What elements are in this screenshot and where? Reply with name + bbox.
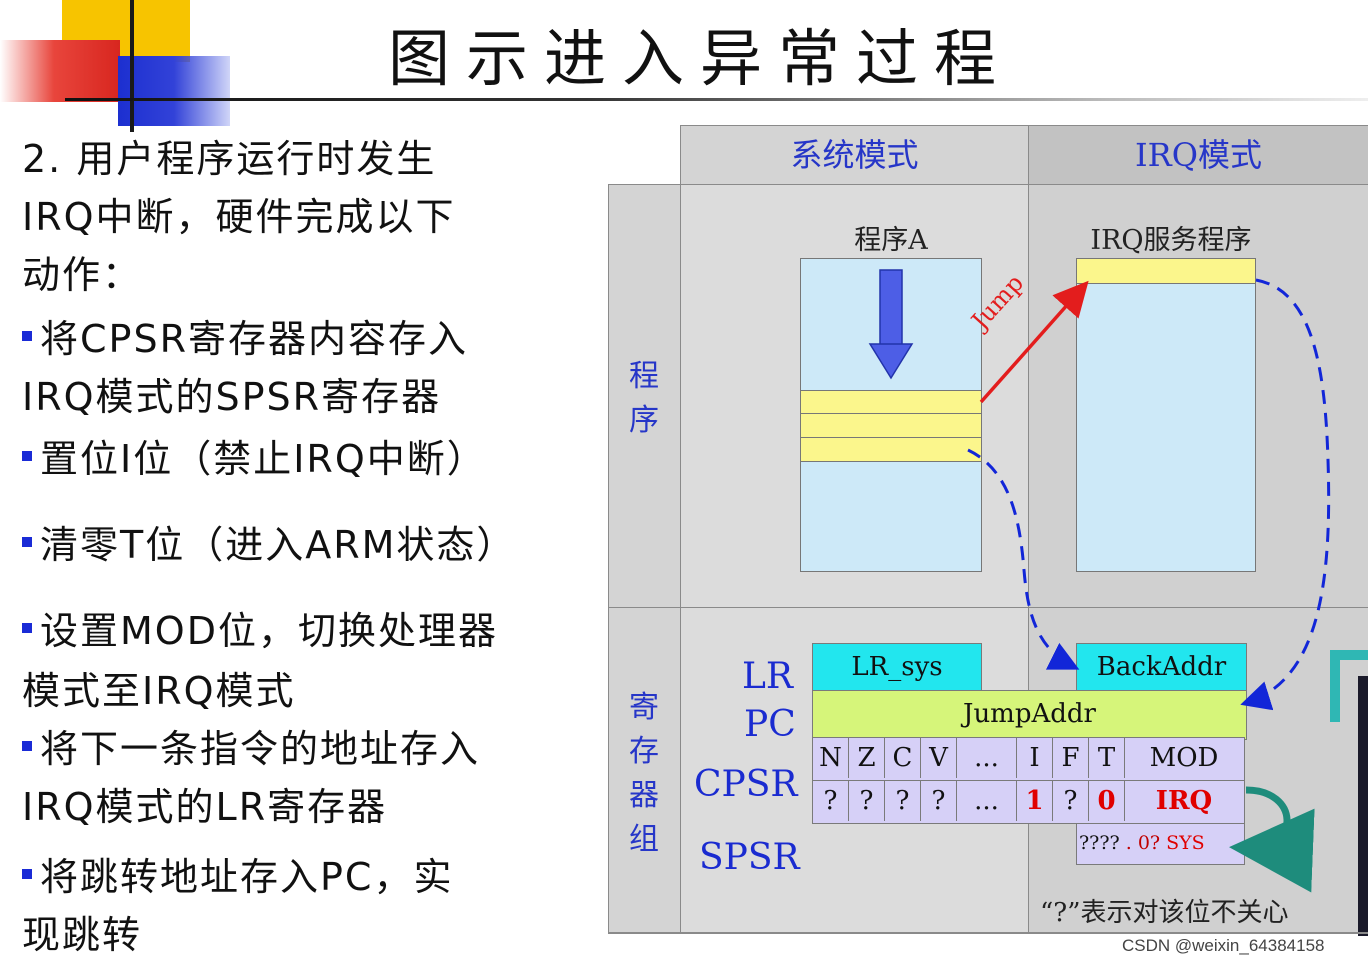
title-decoration-vertical-line	[130, 0, 134, 132]
cpsr-flag-c: C	[885, 738, 921, 778]
cpsr-value-c: ?	[885, 781, 921, 821]
lr-sys-register: LR_sys	[812, 643, 982, 693]
cpsr-value-z: ?	[849, 781, 885, 821]
header-system-mode-cell: 系统模式	[680, 125, 1029, 185]
cpsr-value-i: 1	[1017, 781, 1053, 821]
row-header-program-cell: 程序	[608, 184, 681, 608]
watermark: CSDN @weixin_64384158	[1122, 936, 1325, 955]
page-title: 图示进入异常过程	[388, 22, 1013, 95]
register-label-spsr: SPSR	[699, 837, 800, 878]
program-flow-down-arrow	[868, 269, 914, 380]
cpsr-flag-f: F	[1053, 738, 1089, 778]
cpsr-value-v: ?	[921, 781, 957, 821]
bullet-item-5-line-1: 将下一条指令的地址存入	[22, 718, 480, 773]
program-a-instruction-3	[800, 437, 982, 462]
header-irq-mode-cell: IRQ模式	[1028, 125, 1368, 185]
bullet-item-4-line-2: 模式至IRQ模式	[22, 669, 296, 713]
bullet-item-1-line-1: 将CPSR寄存器内容存入	[22, 308, 468, 363]
cpsr-flag-t: T	[1089, 738, 1125, 778]
bullet-marker	[22, 622, 32, 633]
bullet-item-6-line-2: 现跳转	[22, 913, 143, 957]
spsr-mode-sys: SYS	[1166, 832, 1205, 854]
cpsr-value-n: ?	[813, 781, 849, 821]
cpsr-flag-v: V	[921, 738, 957, 778]
bullet-item-5-line-2: IRQ模式的LR寄存器	[22, 785, 388, 829]
diagram-bottom-border	[608, 932, 1368, 934]
register-label-cpsr: CPSR	[694, 764, 798, 805]
cpsr-flag-i: I	[1017, 738, 1053, 778]
cpsr-value-mod: IRQ	[1155, 786, 1213, 816]
cpsr-to-spsr-copy-arrow	[1229, 786, 1315, 893]
row-header-registers-cell: 寄存器组	[608, 607, 681, 933]
title-decoration-red	[0, 40, 120, 102]
bullet-marker	[22, 450, 32, 461]
cpsr-value-f: ?	[1053, 781, 1089, 821]
intro-line-1: 2. 用户程序运行时发生	[22, 137, 437, 181]
cpsr-value-dots: ...	[957, 781, 1017, 821]
jump-arrow	[979, 280, 1089, 404]
pc-jump-addr-register: JumpAddr	[812, 690, 1247, 740]
row-header-program-text: 程序	[629, 359, 659, 438]
intro-line-3: 动作：	[22, 253, 143, 297]
title-decoration-blue	[118, 56, 230, 126]
right-edge-dark-strip	[1358, 676, 1368, 936]
register-label-lr: LR	[742, 656, 794, 697]
intro-line-2: IRQ中断，硬件完成以下	[22, 195, 456, 239]
header-system-mode: 系统模式	[790, 136, 919, 174]
cpsr-flag-mod: MOD	[1149, 743, 1219, 773]
dont-care-note: “?”表示对该位不关心	[1040, 898, 1289, 928]
bullet-marker	[22, 330, 32, 341]
cpsr-flag-values-row: ? ? ? ? ... 1 ? 0 IRQ	[812, 780, 1245, 824]
bullet-marker	[22, 536, 32, 547]
cpsr-flag-dots: ...	[957, 738, 1017, 778]
bullet-item-2: 置位I位（禁止IRQ中断）	[22, 428, 487, 483]
bullet-item-6-line-1: 将跳转地址存入PC，实	[22, 846, 453, 901]
bullet-marker	[22, 740, 32, 751]
cpsr-value-t: 0	[1089, 781, 1125, 821]
cpsr-flag-n: N	[813, 738, 849, 778]
title-underline	[65, 98, 1368, 101]
spsr-register: ????. 0?SYS	[1076, 823, 1245, 865]
row-header-program: 程序	[609, 355, 679, 443]
bullet-item-3: 清零T位（进入ARM状态）	[22, 514, 516, 569]
cpsr-flag-z: Z	[849, 738, 885, 778]
teal-bracket-decoration	[1330, 650, 1368, 722]
jump-address-dashed-arrow	[1240, 278, 1331, 711]
row-header-registers-text: 寄存器组	[629, 690, 659, 857]
bullet-marker	[22, 868, 32, 879]
bullet-item-1-line-2: IRQ模式的SPSR寄存器	[22, 375, 442, 419]
header-irq-mode: IRQ模式	[1135, 136, 1262, 174]
spsr-unknown-bits: ????	[1079, 832, 1120, 854]
program-a-label: 程序A	[854, 225, 928, 256]
back-addr-register: BackAddr	[1076, 643, 1247, 693]
row-header-registers: 寄存器组	[609, 686, 679, 862]
irq-service-label: IRQ服务程序	[1090, 225, 1252, 256]
irq-service-first-instruction	[1076, 258, 1256, 284]
return-address-dashed-arrow	[967, 448, 1080, 670]
register-label-pc: PC	[744, 704, 796, 745]
bullet-item-4-line-1: 设置MOD位，切换处理器	[22, 600, 498, 655]
cpsr-flag-names-row: N Z C V ... I F T MOD	[812, 737, 1245, 781]
spsr-bits-mid: . 0?	[1125, 832, 1161, 854]
